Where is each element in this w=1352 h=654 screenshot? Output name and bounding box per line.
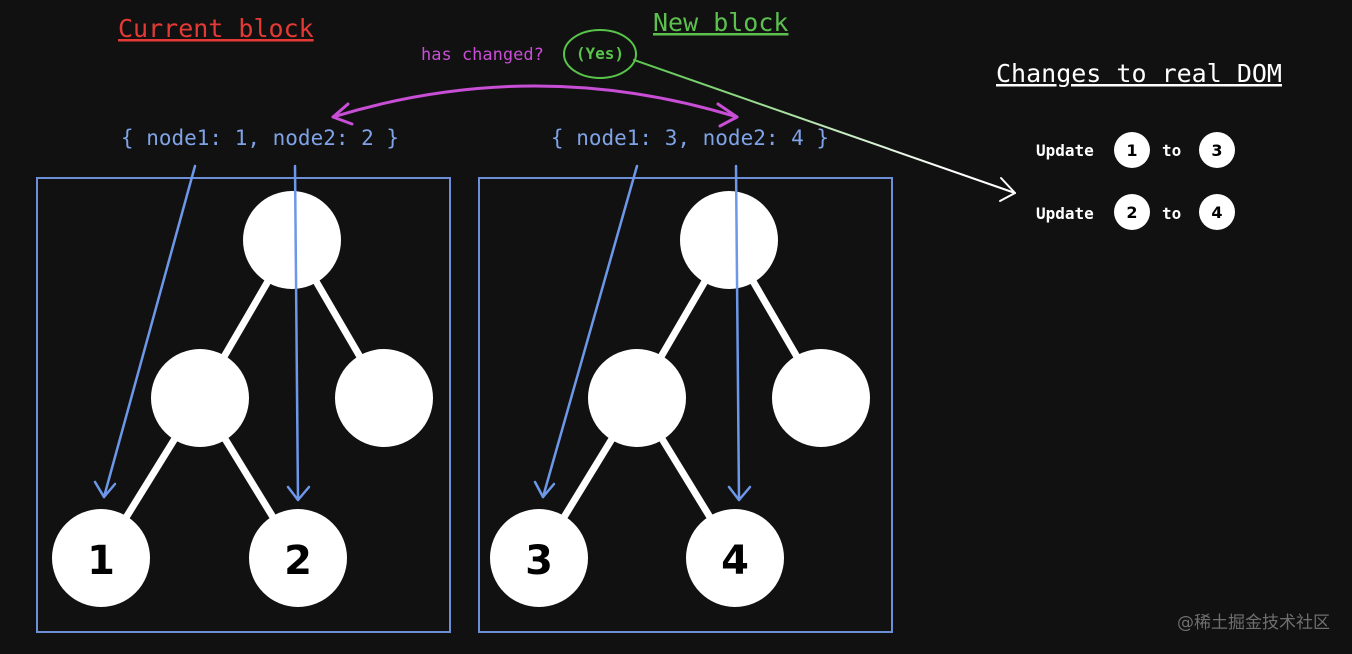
change-from-badge [1114,194,1150,230]
yes-ellipse [563,29,637,79]
pointer-arrows [93,164,752,502]
new-node1 [490,509,588,607]
new-node2-pointer [734,164,741,502]
change-to-label: 3 [1211,141,1222,160]
current-right-node [335,349,433,447]
new-data-label: { node1: 3, node2: 4 } [551,126,829,150]
changes-title: Changes to real DOM [996,59,1282,88]
current-node1-pointer [102,164,197,499]
change-item: Update 2 to 4 [1036,194,1235,230]
new-node1-label: 3 [525,538,553,584]
new-block-title: New block [653,8,788,37]
change-from-badge [1114,132,1150,168]
new-left-node [588,349,686,447]
current-node2 [249,509,347,607]
current-block-title: Current block [118,14,314,43]
watermark: @稀土掘金技术社区 [1177,613,1330,633]
has-changed-label: has changed? [421,45,544,65]
current-root-node [243,191,341,289]
change-from-label: 1 [1126,141,1137,160]
change-to-label: 4 [1211,203,1222,222]
current-node1-label: 1 [87,538,115,584]
change-to-word: to [1162,204,1181,223]
new-right-node [772,349,870,447]
changes-list: Update 1 to 3 Update 2 to 4 [1036,132,1235,230]
current-block: 1 2 [36,177,451,633]
change-to-badge [1199,194,1235,230]
change-item: Update 1 to 3 [1036,132,1235,168]
change-from-label: 2 [1126,203,1137,222]
new-node1-pointer [541,164,639,499]
change-verb: Update [1036,141,1094,160]
new-block-frame [478,177,893,633]
compare-arrow [331,84,739,128]
current-node2-pointer [293,164,300,502]
current-left-node [151,349,249,447]
change-to-badge [1199,132,1235,168]
new-block: 3 4 [478,177,893,633]
new-root-node [680,191,778,289]
yes-label: (Yes) [576,44,624,63]
current-node1 [52,509,150,607]
current-node2-label: 2 [284,538,312,584]
current-data-label: { node1: 1, node2: 2 } [121,126,399,150]
apply-changes-arrowhead [999,177,1016,202]
new-node2-label: 4 [721,538,749,584]
current-block-frame [36,177,451,633]
new-node2 [686,509,784,607]
apply-changes-arrow [633,59,1016,194]
change-verb: Update [1036,204,1094,223]
change-to-word: to [1162,141,1181,160]
